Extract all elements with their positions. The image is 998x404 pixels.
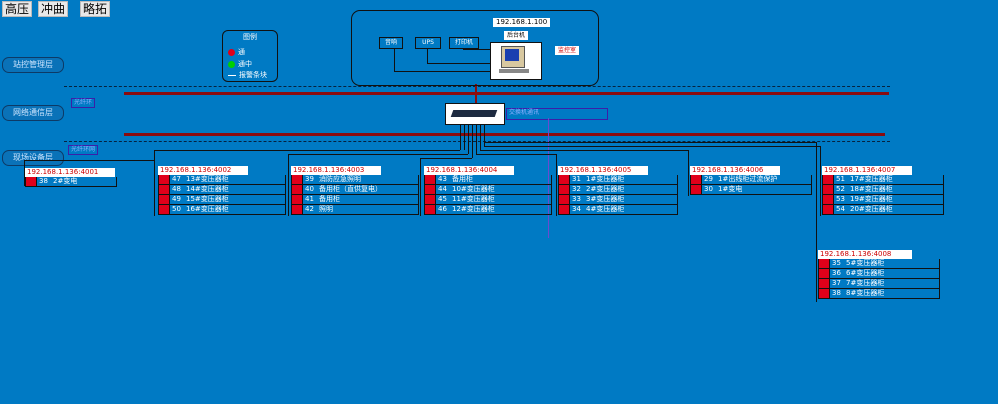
line-legend-icon xyxy=(228,74,236,76)
legend-panel: 图例 通 通中 报警条块 xyxy=(222,30,278,82)
legend-line-label: 报警条块 xyxy=(239,71,267,79)
station-ip: 192.168.1.136:4002 xyxy=(158,166,248,175)
monitor-room-label: 监控室 xyxy=(555,46,580,55)
station-ip: 192.168.1.136:4006 xyxy=(690,166,780,175)
riser-line xyxy=(475,84,477,110)
red-status-icon xyxy=(228,48,235,56)
green-status-icon xyxy=(228,60,235,68)
toolbar-button-2[interactable]: 冲曲 xyxy=(38,1,69,17)
switch-comm-tag: 交换机通讯 xyxy=(506,108,608,120)
station-ip: 192.168.1.136:4008 xyxy=(818,250,912,259)
legend-title: 图例 xyxy=(243,33,257,41)
legend-row-green: 通中 xyxy=(228,59,252,69)
speaker-box[interactable]: 音响 xyxy=(379,37,403,49)
separator-line xyxy=(64,86,890,87)
legend-row-red: 通 xyxy=(228,47,245,57)
status-red-icon xyxy=(26,177,37,186)
layer-label-network: 网络通信层 xyxy=(2,105,64,121)
layer-label-device: 现场设备层 xyxy=(2,150,64,166)
legend-row-line: 报警条块 xyxy=(228,70,267,80)
bus-line-upper xyxy=(124,92,889,95)
server-ip-label: 192.168.1.100 xyxy=(493,18,551,27)
station-ip: 192.168.1.136:4007 xyxy=(822,166,912,175)
control-room-panel: 192.168.1.100 音响 UPS 打印机 后台机 监控室 xyxy=(351,10,599,86)
switch-device[interactable] xyxy=(445,103,505,125)
separator-line xyxy=(64,141,890,142)
toolbar-button-3[interactable]: 略拓 xyxy=(80,1,111,17)
station-ip: 192.168.1.136:4001 xyxy=(25,168,115,177)
printer-box[interactable]: 打印机 xyxy=(449,37,479,49)
bus-line-lower xyxy=(124,133,885,136)
ups-box[interactable]: UPS xyxy=(415,37,441,49)
workstation-label: 后台机 xyxy=(504,31,529,40)
legend-green-label: 通中 xyxy=(238,60,252,68)
fiber-network-tag: 光纤环网 xyxy=(68,145,99,155)
legend-red-label: 通 xyxy=(238,48,245,56)
switch-icon xyxy=(450,110,498,117)
layer-label-management: 站控管理层 xyxy=(2,57,64,73)
toolbar-button-1[interactable]: 高压 xyxy=(2,1,33,17)
station-ip: 192.168.1.136:4003 xyxy=(291,166,381,175)
station-ip: 192.168.1.136:4004 xyxy=(424,166,514,175)
fiber-ring-tag: 光纤环 xyxy=(71,98,96,108)
station-ip: 192.168.1.136:4005 xyxy=(558,166,648,175)
computer-icon[interactable] xyxy=(490,42,542,80)
